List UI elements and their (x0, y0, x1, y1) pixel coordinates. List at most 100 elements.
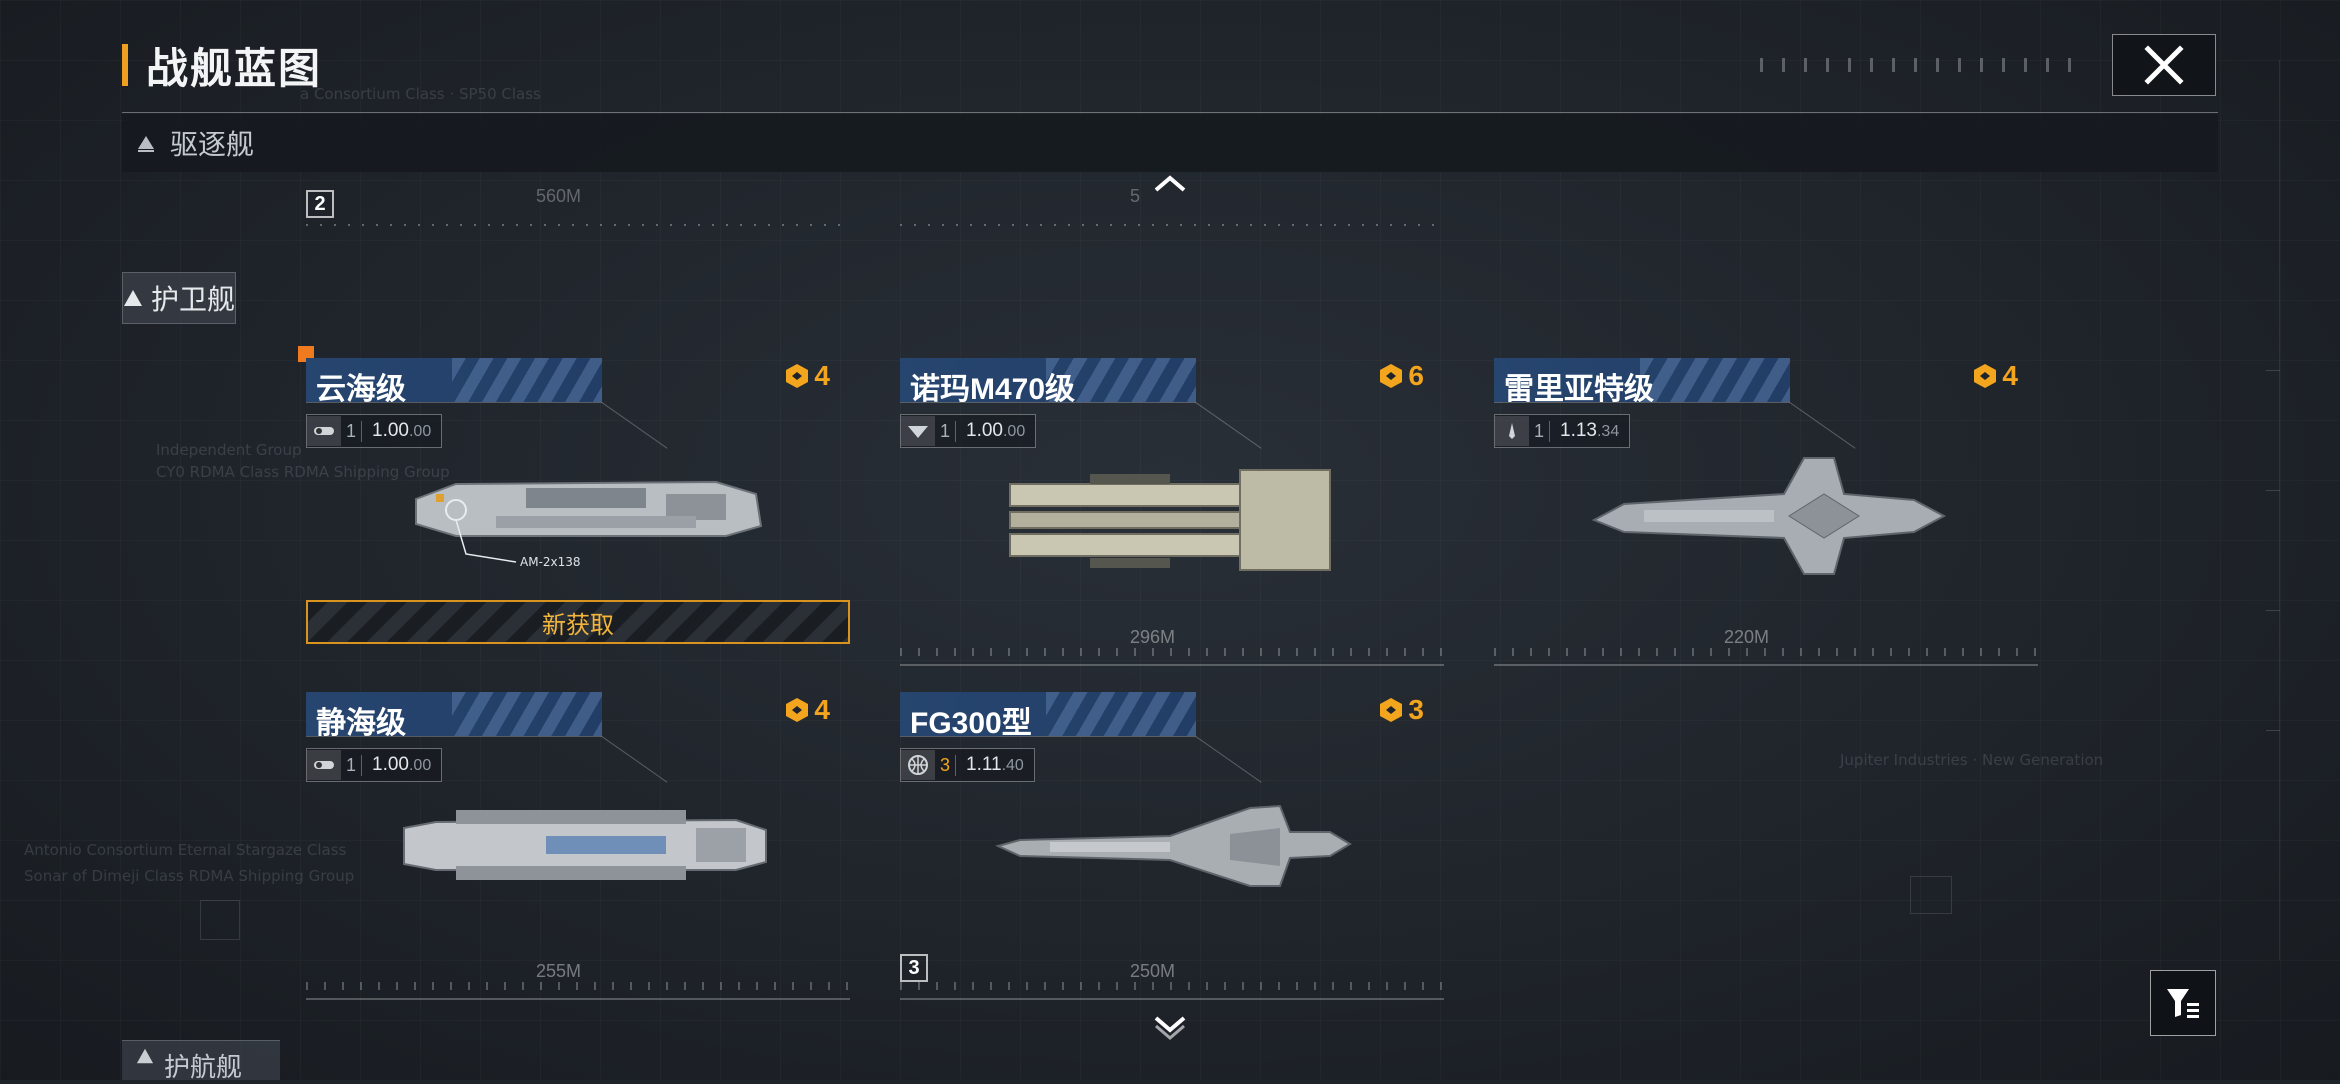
filter-button[interactable] (2150, 970, 2216, 1036)
category-escort[interactable]: 护卫舰 (122, 272, 236, 324)
ship-length: 5 (1130, 186, 1141, 206)
dimension-bar: 296M (900, 627, 1444, 658)
scroll-down-button[interactable] (1152, 1012, 1188, 1047)
category-destroyer[interactable]: 驱逐舰 (122, 114, 2218, 172)
version-major: 1.13 (1560, 420, 1597, 441)
background-text: CY0 RDMA Class RDMA Shipping Group (156, 463, 450, 481)
background-box (200, 900, 240, 940)
scroll-up-button[interactable] (1152, 172, 1188, 201)
chevron-down-icon (1154, 1016, 1186, 1040)
decorative-barcode (1760, 58, 2080, 72)
version-minor: .00 (408, 757, 432, 774)
cost-value: 4 (814, 694, 830, 725)
ruler-tick (2266, 370, 2280, 371)
category-label: 护航舰 (164, 1052, 243, 1082)
ship-count: 1 (935, 420, 956, 442)
background-text: Independent Group (156, 441, 302, 459)
ship-info: 3 1.11.40 (900, 748, 1035, 782)
card-header: FG300型 (900, 692, 1196, 736)
ruler-tick (2266, 490, 2280, 491)
triangle-up-icon (124, 290, 142, 306)
ruler-tick (2266, 730, 2280, 731)
ship-card-leiliyate[interactable]: 雷里亚特级 4 1 1.13.34 220M (1494, 354, 2038, 666)
ship-name: 云海级 (316, 373, 406, 402)
ship-length: 560M (536, 186, 582, 206)
ship-version: 1.13.34 (1550, 420, 1629, 442)
close-button[interactable] (2112, 34, 2216, 96)
header-divider (122, 112, 2218, 113)
card-baseline (1494, 664, 2038, 666)
card-header: 诺玛M470级 (900, 358, 1196, 402)
ship-length: 296M (1130, 627, 1176, 647)
background-text: a Consortium Class · SP50 Class (300, 85, 541, 103)
cost-value: 4 (2002, 360, 2018, 391)
ship-image (403, 810, 767, 880)
header-underline (1494, 402, 1790, 403)
ship-version: 1.11.40 (956, 754, 1034, 776)
weapon-label: AM-2x138 (520, 555, 581, 569)
card-header: 静海级 (306, 692, 602, 736)
background-box (1910, 876, 1952, 914)
leader-line (1195, 736, 1262, 783)
side-ruler (2273, 60, 2280, 960)
ship-cost: 4 (784, 360, 830, 392)
ghost-ship-row: 5 (900, 178, 1440, 226)
ship-card-fg300[interactable]: FG300型 3 3 1.11.40 250M 3 (900, 688, 1444, 1000)
card-header: 云海级 (306, 358, 602, 402)
ship-card-jinghai[interactable]: 静海级 4 1 1.00.00 255M (306, 688, 850, 1000)
card-baseline (900, 998, 1444, 1000)
ship-version: 1.00.00 (956, 420, 1035, 442)
category-label: 驱逐舰 (170, 129, 255, 160)
cost-value: 3 (1408, 694, 1424, 725)
ship-image (1009, 469, 1331, 571)
card-header: 雷里亚特级 (1494, 358, 1790, 402)
background-text: Jupiter Industries · New Generation (1840, 751, 2104, 769)
ship-cost: 4 (784, 694, 830, 726)
header-underline (306, 402, 602, 403)
dimension-bar: 255M (306, 961, 850, 992)
cost-value: 6 (1408, 360, 1424, 391)
dimension-bar: 220M (1494, 627, 2038, 658)
ship-info: 1 1.00.00 (306, 414, 443, 448)
ship-length: 255M (536, 961, 582, 981)
card-baseline (306, 998, 850, 1000)
ship-cost: 6 (1378, 360, 1424, 392)
version-major: 1.00 (372, 754, 409, 775)
version-minor: .00 (1002, 423, 1026, 440)
ship-info: 1 1.00.00 (900, 414, 1037, 448)
ship-number: 2 (306, 190, 334, 218)
cost-icon (786, 364, 809, 388)
triangle-up-icon (138, 136, 154, 152)
ship-cost: 3 (1378, 694, 1424, 726)
dimension-ruler (900, 648, 1444, 656)
ship-card-norma-m470[interactable]: 诺玛M470级 6 1 1.00.00 296M (900, 354, 1444, 666)
ship-length: 220M (1724, 627, 1770, 647)
ship-count: 3 (935, 754, 956, 776)
cost-icon (1380, 364, 1403, 388)
ship-name: FG300型 (910, 707, 1032, 736)
cruiser-class-icon (307, 416, 341, 446)
ship-number: 3 (900, 954, 928, 982)
ship-count: 1 (1529, 420, 1550, 442)
category-cruiser[interactable]: 护航舰 (122, 1040, 280, 1082)
cost-icon (786, 698, 809, 722)
chevron-up-icon (1154, 175, 1186, 192)
leader-line (1195, 402, 1262, 449)
ship-name: 诺玛M470级 (910, 373, 1076, 402)
ship-image: AM-2x138 (415, 480, 763, 569)
leader-line (601, 402, 668, 449)
cruiser-class-icon (307, 750, 341, 780)
close-icon (2144, 45, 2184, 85)
category-label: 护卫舰 (151, 284, 236, 315)
ship-version: 1.00.00 (362, 754, 441, 776)
ship-card-yunhai[interactable]: 云海级 4 1 1.00.00 AM-2x138 新获取 (298, 346, 850, 666)
header-underline (900, 736, 1196, 737)
version-minor: .40 (1001, 757, 1024, 774)
ghost-ship-row: 2 560M (306, 178, 846, 226)
page-title: 战舰蓝图 (146, 44, 323, 92)
filter-icon (2167, 989, 2199, 1018)
ruler-tick (2266, 610, 2280, 611)
background-text: Sonar of Dimeji Class RDMA Shipping Grou… (24, 867, 355, 885)
dimension-ruler (900, 982, 1444, 990)
dimension-ruler (306, 224, 846, 226)
